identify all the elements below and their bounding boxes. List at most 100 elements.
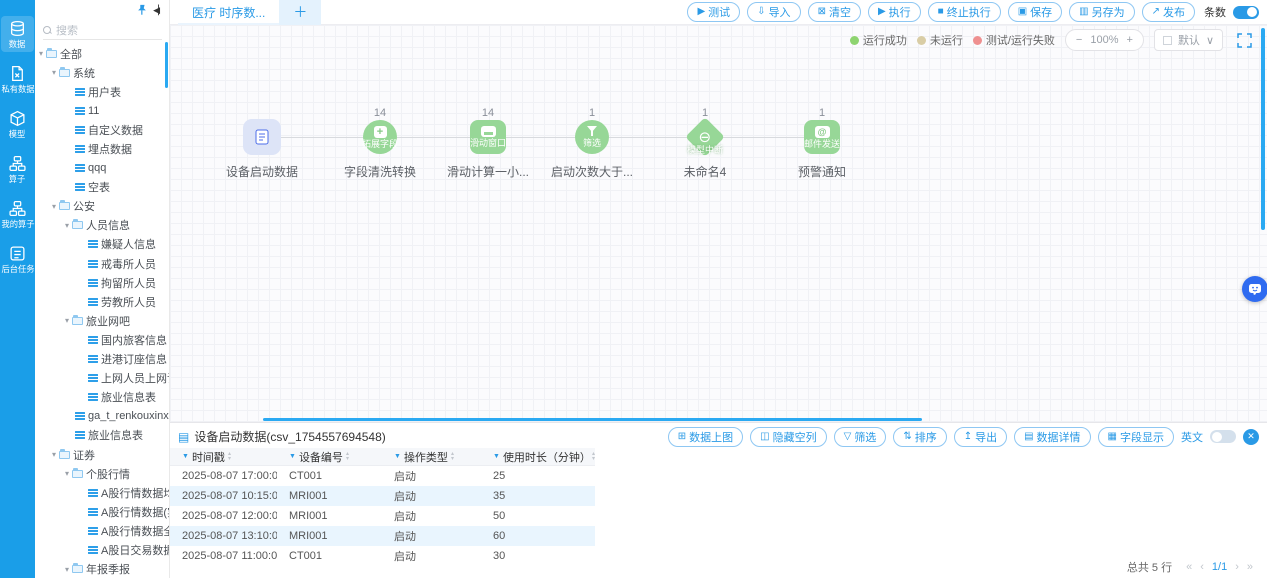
detail-icon: ▤ xyxy=(1024,430,1034,442)
caret-down-icon: ▾ xyxy=(65,316,70,326)
field-display-button[interactable]: ▦字段显示 xyxy=(1097,426,1174,447)
collapse-panel-icon[interactable]: ◀▏ xyxy=(153,4,165,15)
tree-scrollbar-thumb[interactable] xyxy=(165,42,168,88)
canvas-horizontal-scrollbar[interactable] xyxy=(263,418,922,421)
filter-icon[interactable]: ▼ xyxy=(394,453,401,460)
node-label: 设备启动数据 xyxy=(225,165,298,179)
canvas-vertical-scrollbar[interactable] xyxy=(1261,28,1265,230)
first-page-button[interactable]: « xyxy=(1186,561,1193,573)
tree-table-item[interactable]: ga_t_renkouxinx xyxy=(35,407,169,426)
prev-page-button[interactable]: ‹ xyxy=(1200,561,1204,573)
filter-icon[interactable]: ▼ xyxy=(182,453,189,460)
tree-table-item[interactable]: 进港订座信息 xyxy=(35,350,169,369)
node-row-count: 1 xyxy=(818,107,826,119)
tree-table-item[interactable]: 拘留所人员 xyxy=(35,273,169,292)
column-header[interactable]: ▼设备编号▴▾ xyxy=(289,450,349,464)
tree-table-item[interactable]: A股行情数据全量(2分 xyxy=(35,521,169,540)
column-header[interactable]: ▼操作类型▴▾ xyxy=(394,450,454,464)
node-sliding-window[interactable]: 滑动窗口 xyxy=(470,120,506,154)
english-toggle[interactable] xyxy=(1210,430,1236,443)
tree-table-item[interactable]: 用户表 xyxy=(35,82,169,101)
rail-item-background-tasks[interactable]: 后台任务 xyxy=(1,241,34,277)
tab-workflow[interactable]: 医疗 时序数... xyxy=(178,0,280,25)
tree-table-item[interactable]: 自定义数据 xyxy=(35,120,169,139)
stop-run-button[interactable]: ■终止执行 xyxy=(927,2,1001,22)
tree-item-label: 年报季报 xyxy=(86,564,131,577)
add-tab-button[interactable]: ＋ xyxy=(279,0,322,25)
tree-table-item[interactable]: 旅业信息表 xyxy=(35,426,169,445)
tree-table-item[interactable]: A股日交易数据(日线) xyxy=(35,540,169,559)
tree-table-item[interactable]: A股行情数据(实时) xyxy=(35,502,169,521)
zoom-out-button[interactable]: − xyxy=(1075,34,1083,46)
tree-table-item[interactable]: 劳教所人员 xyxy=(35,292,169,311)
hide-empty-columns-button[interactable]: ◫隐藏空列 xyxy=(750,426,827,447)
fullscreen-button[interactable] xyxy=(1233,29,1255,51)
tree-table-item[interactable]: 埋点数据 xyxy=(35,139,169,158)
tree-folder[interactable]: ▾公安 xyxy=(35,197,169,216)
filter-icon[interactable]: ▼ xyxy=(289,453,296,460)
clear-button[interactable]: ⊠清空 xyxy=(807,2,861,22)
tree-table-item[interactable]: 戒毒所人员 xyxy=(35,254,169,273)
node-extend-fields[interactable]: + 拓展字段 xyxy=(362,120,398,154)
tree-folder[interactable]: ▾证券 xyxy=(35,445,169,464)
tree-table-item[interactable]: 上网人员上网记录 xyxy=(35,369,169,388)
tree-folder[interactable]: ▾旅业网吧 xyxy=(35,311,169,330)
next-page-button[interactable]: › xyxy=(1235,561,1239,573)
sort-button[interactable]: ⇅排序 xyxy=(893,426,947,447)
rail-item-my-operators[interactable]: 我的算子 xyxy=(1,196,34,232)
tree-folder[interactable]: ▾个股行情 xyxy=(35,464,169,483)
row-count-toggle[interactable] xyxy=(1233,5,1259,19)
run-button[interactable]: ▶执行 xyxy=(867,2,921,22)
rail-item-operators[interactable]: 算子 xyxy=(1,151,34,187)
tree-folder[interactable]: ▾全部 xyxy=(35,44,169,63)
search-input[interactable] xyxy=(56,24,156,37)
rail-item-data[interactable]: 数据 xyxy=(1,16,34,52)
tree-folder[interactable]: ▾系统 xyxy=(35,63,169,82)
sort-carets-icon[interactable]: ▴▾ xyxy=(591,450,595,462)
tree-table-item[interactable]: 嫌疑人信息 xyxy=(35,235,169,254)
test-button[interactable]: ▶测试 xyxy=(687,2,741,22)
tree-table-item[interactable]: 国内旅客信息 xyxy=(35,330,169,349)
column-header[interactable]: ▼使用时长（分钟）▴▾ xyxy=(493,450,595,464)
tree-table-item[interactable]: 空表 xyxy=(35,178,169,197)
tree-table-item[interactable]: qqq xyxy=(35,159,169,178)
filter-button[interactable]: ▽筛选 xyxy=(833,426,887,447)
import-button[interactable]: ⇩导入 xyxy=(747,2,801,22)
save-as-button[interactable]: ▥另存为 xyxy=(1069,2,1135,22)
node-mail-send[interactable]: @ 邮件发送 xyxy=(804,120,840,154)
save-button[interactable]: ▣保存 xyxy=(1007,2,1063,22)
publish-button[interactable]: ↗发布 xyxy=(1141,2,1195,22)
sort-carets-icon[interactable]: ▴▾ xyxy=(227,450,231,462)
rail-item-private-data[interactable]: 私有数据 xyxy=(1,61,34,97)
data-detail-button[interactable]: ▤数据详情 xyxy=(1014,426,1091,447)
export-button[interactable]: ↥导出 xyxy=(953,426,1008,447)
data-to-chart-button[interactable]: ⊞数据上图 xyxy=(667,426,744,447)
tree-search[interactable] xyxy=(43,22,162,40)
feedback-chat-button[interactable] xyxy=(1242,276,1267,302)
sort-carets-icon[interactable]: ▴▾ xyxy=(345,450,349,462)
tree-item-label: 劳教所人员 xyxy=(101,296,156,309)
style-select[interactable]: 默认 ∨ xyxy=(1153,29,1223,51)
rail-item-model[interactable]: 模型 xyxy=(1,106,34,142)
pin-icon[interactable] xyxy=(136,4,148,16)
zoom-in-button[interactable]: + xyxy=(1126,34,1133,46)
tree-table-item[interactable]: 旅业信息表 xyxy=(35,388,169,407)
filter-icon[interactable]: ▼ xyxy=(493,453,500,460)
last-page-button[interactable]: » xyxy=(1246,561,1253,573)
node-device-start-data[interactable] xyxy=(243,119,281,155)
node-filter[interactable]: 筛选 xyxy=(575,120,609,154)
sort-carets-icon[interactable]: ▴▾ xyxy=(450,450,454,462)
tree-folder[interactable]: ▾人员信息 xyxy=(35,216,169,235)
tree-table-item[interactable]: A股行情数据均值(日线 xyxy=(35,483,169,502)
close-panel-button[interactable]: ✕ xyxy=(1243,428,1259,445)
tree-folder[interactable]: ▾年报季报 xyxy=(35,560,169,578)
tree-table-item[interactable]: 11 xyxy=(35,101,169,120)
column-header[interactable]: ▼时间戳▴▾ xyxy=(182,450,231,464)
node-label: 预警通知 xyxy=(797,165,846,179)
workflow-canvas[interactable]: 运行成功 未运行 测试/运行失败 − 100% + 默认 ∨ xyxy=(170,25,1267,422)
